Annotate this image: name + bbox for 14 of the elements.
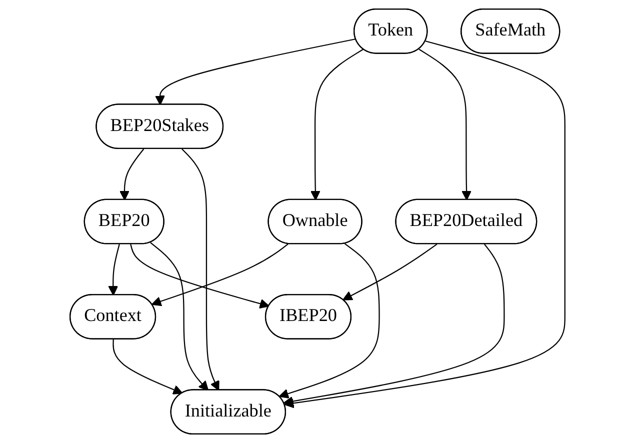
arrow: [418, 48, 472, 200]
arrow: [108, 244, 120, 296]
arrow: [342, 244, 438, 300]
arrow: [310, 48, 364, 200]
arrow: [130, 244, 270, 309]
arrow: [182, 148, 220, 391]
arrow: [150, 242, 209, 391]
arrow: [151, 244, 288, 306]
arrow: [120, 148, 144, 200]
arrow: [155, 38, 356, 106]
arrow: [112, 339, 183, 394]
arrow: [284, 40, 566, 408]
arrow: [278, 243, 380, 398]
arrow: [283, 244, 505, 406]
